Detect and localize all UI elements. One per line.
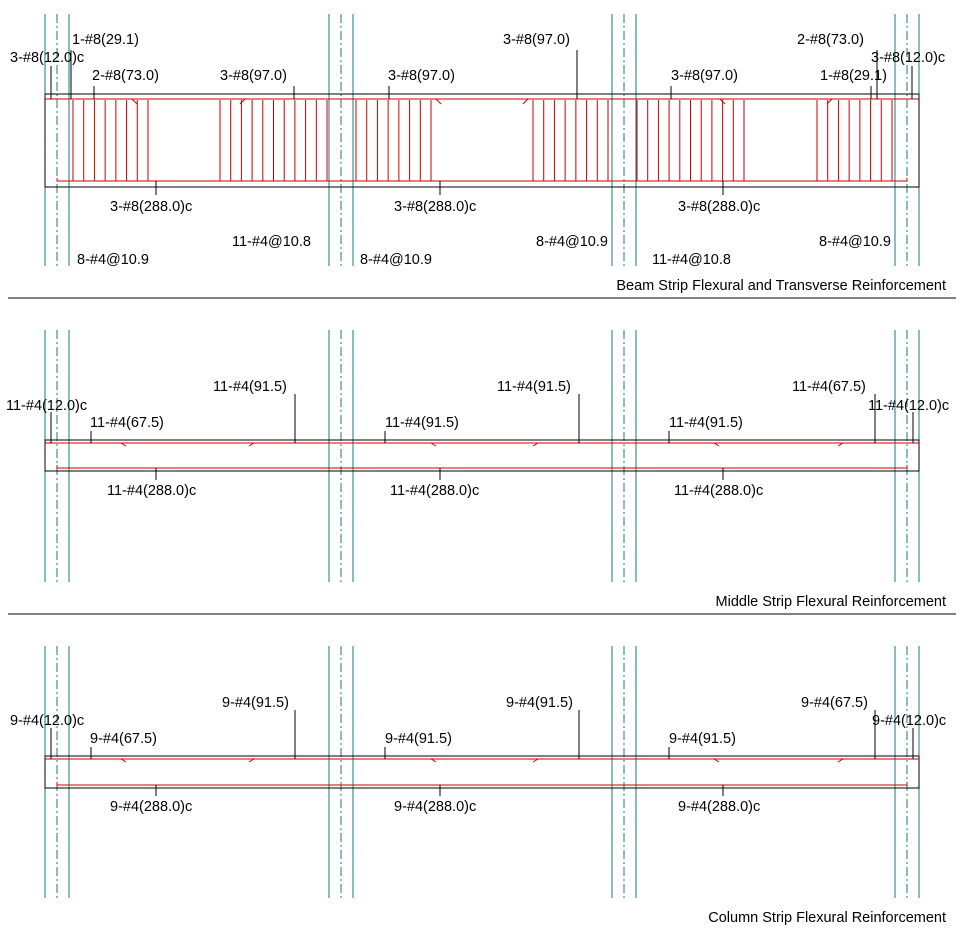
beam-stirrup-label: 8-#4@10.9 [360,252,432,268]
column-top-label: 9-#4(67.5) [90,731,157,747]
middle-bottom-label: 11-#4(288.0)c [674,483,763,499]
middle-strip-title: Middle Strip Flexural Reinforcement [716,594,946,610]
beam-top-label: 1-#8(29.1) [72,32,139,48]
middle-strip-panel: 11-#4(12.0)c 11-#4(67.5) 11-#4(91.5) 11-… [6,379,949,610]
beam-stirrup-label: 11-#4@10.8 [652,252,731,268]
beam-rebar-group [45,98,919,182]
top-rebar [248,442,437,447]
beam-stirrup-label: 11-#4@10.8 [232,234,311,250]
top-rebar [248,758,437,763]
column-label-leaders [50,710,914,796]
column-strip-title: Column Strip Flexural Reinforcement [708,910,946,926]
beam-top-label: 3-#8(97.0) [388,68,455,84]
column-gridlines [44,14,920,898]
top-rebar [94,98,138,105]
beam-top-label: 3-#8(97.0) [220,68,287,84]
middle-top-label: 11-#4(67.5) [90,415,164,431]
top-rebar [532,758,720,763]
beam-top-label: 3-#8(12.0)c [10,50,84,66]
column-strip-panel: 9-#4(12.0)c 9-#4(67.5) 9-#4(91.5) 9-#4(9… [10,695,946,926]
top-rebar [92,758,127,763]
beam-top-label: 2-#8(73.0) [797,32,864,48]
bottom-rebar [56,178,908,182]
top-rebar [837,758,872,763]
top-rebar [532,442,720,447]
column-top-label: 9-#4(91.5) [669,731,736,747]
column-top-label: 9-#4(91.5) [222,695,289,711]
top-rebar [837,442,872,447]
column-bottom-label: 9-#4(288.0)c [394,799,476,815]
top-rebar [826,98,870,105]
beam-outline [44,93,920,188]
middle-top-label: 11-#4(91.5) [213,379,287,395]
middle-rebar-group [45,442,919,469]
beam-strip-title: Beam Strip Flexural and Transverse Reinf… [616,278,946,294]
middle-strip-outline [44,439,920,472]
middle-top-label: 11-#4(91.5) [669,415,743,431]
middle-top-label: 11-#4(67.5) [792,379,866,395]
beam-bottom-label: 3-#8(288.0)c [678,199,760,215]
beam-stirrup-label: 8-#4@10.9 [819,234,891,250]
bottom-rebar [56,465,908,469]
beam-strip-panel: 3-#8(12.0)c 1-#8(29.1) 2-#8(73.0) 3-#8(9… [10,32,946,294]
column-top-label: 9-#4(67.5) [801,695,868,711]
middle-bottom-label: 11-#4(288.0)c [390,483,479,499]
bottom-rebar [56,782,908,786]
middle-top-label: 11-#4(12.0)c [868,398,949,414]
beam-stirrup-label: 8-#4@10.9 [536,234,608,250]
column-bottom-label: 9-#4(288.0)c [110,799,192,815]
column-strip-outline [44,755,920,789]
column-bottom-label: 9-#4(288.0)c [678,799,760,815]
beam-top-label: 3-#8(12.0)c [871,50,945,66]
column-top-label: 9-#4(12.0)c [872,713,946,729]
middle-top-label: 11-#4(12.0)c [6,398,87,414]
middle-bottom-label: 11-#4(288.0)c [107,483,196,499]
middle-label-leaders [50,394,914,480]
column-rebar-group [45,758,919,786]
middle-top-label: 11-#4(91.5) [385,415,459,431]
column-top-label: 9-#4(91.5) [506,695,573,711]
beam-top-label: 3-#8(97.0) [671,68,738,84]
column-top-label: 9-#4(91.5) [385,731,452,747]
beam-top-label: 1-#8(29.1) [820,68,887,84]
top-rebar [239,98,442,105]
beam-top-label: 2-#8(73.0) [92,68,159,84]
middle-top-label: 11-#4(91.5) [497,379,571,395]
beam-bottom-label: 3-#8(288.0)c [110,199,192,215]
beam-bottom-label: 3-#8(288.0)c [394,199,476,215]
beam-stirrup-label: 8-#4@10.9 [77,252,149,268]
beam-label-leaders [50,50,913,195]
beam-top-label: 3-#8(97.0) [503,32,570,48]
column-top-label: 9-#4(12.0)c [10,713,84,729]
top-rebar [92,442,127,447]
